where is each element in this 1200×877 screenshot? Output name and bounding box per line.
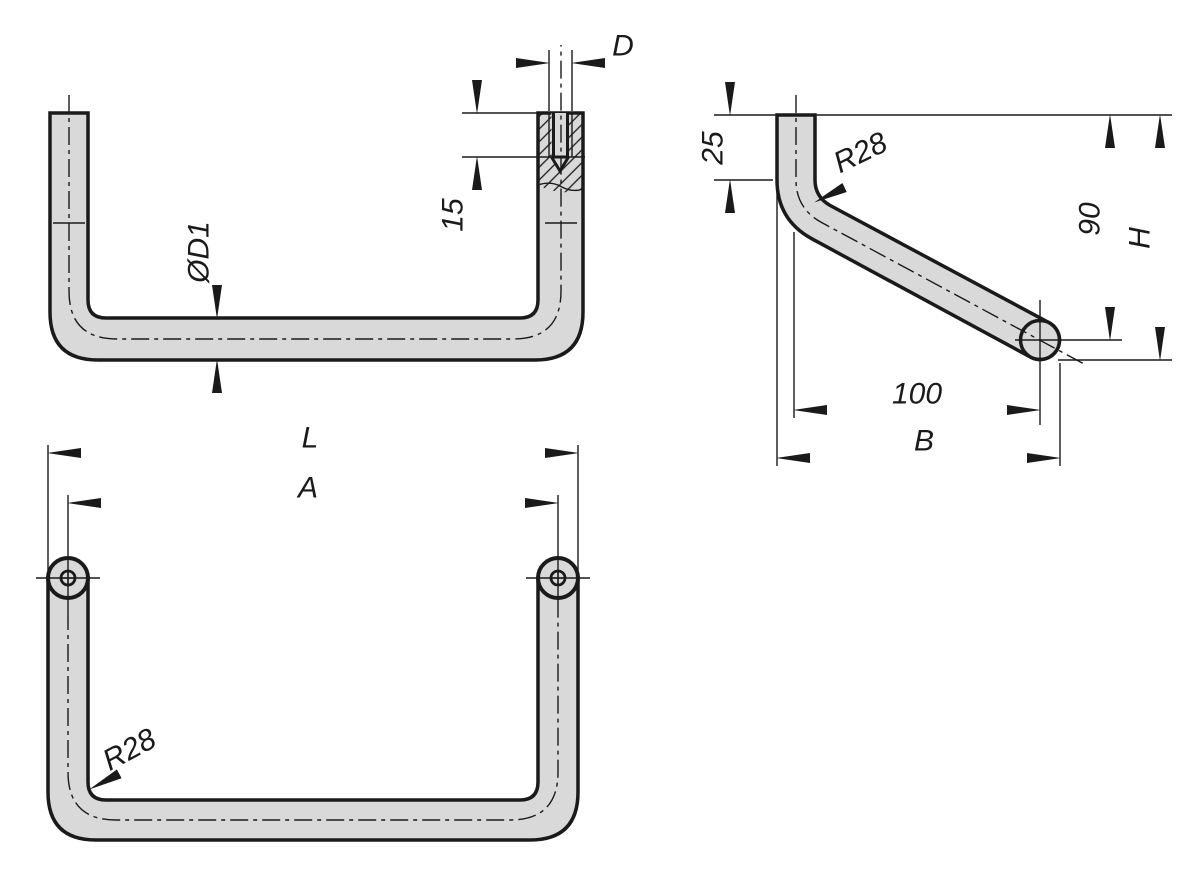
- tube-centerline: [795, 95, 1085, 365]
- plan-view: L A R28: [36, 422, 590, 842]
- tube-centerline: [68, 45, 562, 340]
- dim-height-to-center: 90: [1074, 114, 1115, 341]
- drill-tip-outline: [550, 156, 570, 174]
- dim-overall-height: H: [1124, 114, 1165, 361]
- dim-label-thread-depth: 15: [437, 198, 470, 232]
- dim-thread-depth: 15: [437, 80, 585, 232]
- dim-label-height-to-center: 90: [1074, 202, 1107, 236]
- dim-label-depth-to-center: 100: [892, 378, 942, 411]
- dim-label-bend-radius-plan: R28: [97, 722, 161, 777]
- dim-label-thread-diameter: D: [612, 30, 634, 63]
- dim-hole-spacing: A: [67, 472, 559, 508]
- thread-hole: [551, 113, 569, 157]
- drill-tip: [551, 157, 569, 171]
- tube-centerline: [67, 612, 559, 821]
- section-break-line: [537, 182, 584, 192]
- dim-label-tube-diameter: ØD1: [183, 221, 216, 284]
- dim-label-leg-length: 25: [697, 131, 730, 166]
- dim-label-overall-depth: B: [914, 425, 934, 458]
- tube-outline: [775, 113, 1062, 362]
- tube-outline: [48, 111, 585, 362]
- dim-label-hole-spacing: A: [296, 472, 318, 505]
- dim-thread-diameter: D: [516, 30, 634, 111]
- dim-label-bend-radius-side: R28: [828, 126, 892, 180]
- dim-tube-diameter: ØD1: [183, 221, 222, 393]
- dim-label-overall-length: L: [302, 422, 319, 455]
- dim-bend-radius-side: R28: [814, 126, 893, 203]
- dim-leg-length: 25: [697, 82, 735, 213]
- dim-bend-radius-plan: R28: [89, 722, 162, 790]
- dim-overall-length: L: [47, 422, 579, 458]
- dim-depth-to-center: 100: [793, 378, 1041, 415]
- side-view: 25 R28 90 H 100: [697, 82, 1172, 466]
- dim-label-overall-height: H: [1124, 227, 1157, 249]
- dim-overall-depth: B: [776, 425, 1061, 463]
- tube-outline: [46, 576, 580, 842]
- front-view: D 15 ØD1: [48, 30, 634, 393]
